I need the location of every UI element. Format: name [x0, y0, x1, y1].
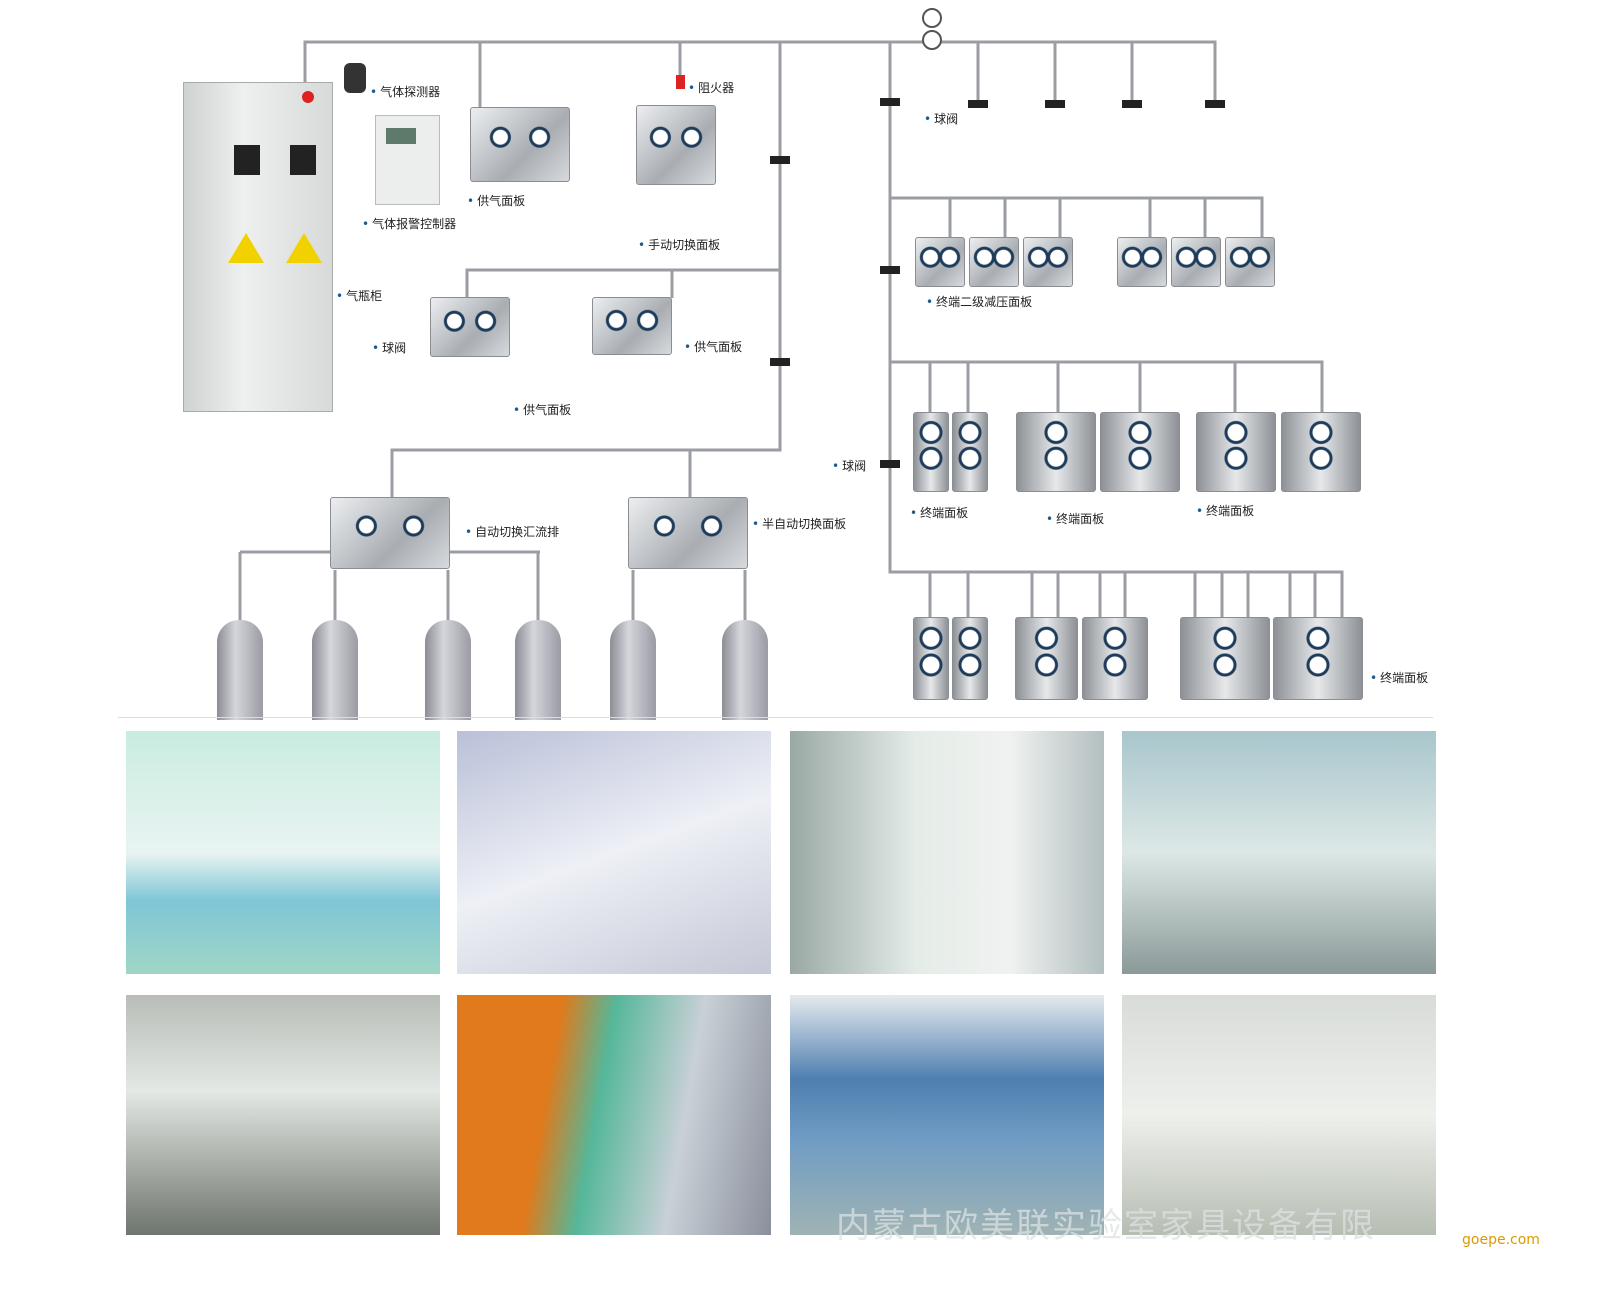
label-ball-valve: 球阀: [924, 110, 958, 127]
label-terminal-panel: 终端面板: [1196, 502, 1254, 519]
lab-photo: [1122, 731, 1436, 974]
terminal-secondary-panel-device: [915, 237, 965, 287]
terminal-secondary-panel-device: [1117, 237, 1167, 287]
label-terminal-panel: 终端面板: [910, 504, 968, 521]
terminal-panel-device: [913, 412, 949, 492]
terminal-secondary-panel-device: [1171, 237, 1221, 287]
label-terminal-panel: 终端面板: [1370, 669, 1428, 686]
gas-cylinder: [722, 620, 768, 720]
label-gas-cabinet: 气瓶柜: [336, 287, 382, 304]
label-flame-arrester: 阻火器: [688, 79, 734, 96]
label-auto-manifold: 自动切换汇流排: [465, 523, 559, 540]
gas-cylinder: [610, 620, 656, 720]
gas-cylinder: [312, 620, 358, 720]
lab-photo: [1122, 995, 1436, 1235]
terminal-panel-device: [1015, 617, 1078, 700]
terminal-secondary-panel-device: [1225, 237, 1275, 287]
terminal-panel-device: [1082, 617, 1148, 700]
terminal-panel-device: [952, 617, 988, 700]
gauge-icon: [922, 8, 942, 28]
terminal-panel-device: [1196, 412, 1276, 492]
label-manual-switch-panel: 手动切换面板: [638, 236, 720, 253]
hazard-icon: [228, 233, 264, 263]
gas-alarm-controller-device: [375, 115, 440, 205]
label-gas-alarm-controller: 气体报警控制器: [362, 215, 456, 232]
terminal-panel-device: [1180, 617, 1270, 700]
lab-photo: [126, 731, 440, 974]
terminal-panel-device: [952, 412, 988, 492]
label-supply-panel: 供气面板: [467, 192, 525, 209]
semi-auto-panel-device: [628, 497, 748, 569]
supply-panel-device: [470, 107, 570, 182]
divider: [118, 717, 1433, 718]
terminal-secondary-panel-device: [1023, 237, 1073, 287]
terminal-panel-device: [1273, 617, 1363, 700]
label-ball-valve: 球阀: [832, 457, 866, 474]
hazard-icon: [286, 233, 322, 263]
lab-photo: [457, 995, 771, 1235]
terminal-panel-device: [1100, 412, 1180, 492]
terminal-secondary-panel-device: [969, 237, 1019, 287]
gas-detector-device: [344, 63, 366, 93]
lab-photo: [126, 995, 440, 1235]
label-ball-valve: 球阀: [372, 339, 406, 356]
gas-cylinder: [217, 620, 263, 720]
label-terminal-secondary-panel: 终端二级减压面板: [926, 293, 1032, 310]
supply-panel-device: [430, 297, 510, 357]
manual-switch-panel-device: [636, 105, 716, 185]
supply-panel-device: [592, 297, 672, 355]
terminal-panel-device: [913, 617, 949, 700]
lab-photo: [790, 995, 1104, 1235]
auto-manifold-device: [330, 497, 450, 569]
label-semi-auto-panel: 半自动切换面板: [752, 515, 846, 532]
watermark: 内蒙古欧美联实验室家具设备有限: [836, 1206, 1376, 1246]
label-supply-panel: 供气面板: [684, 338, 742, 355]
gas-cylinder-cabinet: [183, 82, 333, 412]
lab-photo: [790, 731, 1104, 974]
gas-cylinder: [425, 620, 471, 720]
gas-cylinder: [515, 620, 561, 720]
source-mark: goepe.com: [1462, 1232, 1540, 1248]
label-terminal-panel: 终端面板: [1046, 510, 1104, 527]
label-gas-detector: 气体探测器: [370, 83, 440, 100]
lab-photo: [457, 731, 771, 974]
terminal-panel-device: [1016, 412, 1096, 492]
terminal-panel-device: [1281, 412, 1361, 492]
label-supply-panel: 供气面板: [513, 401, 571, 418]
